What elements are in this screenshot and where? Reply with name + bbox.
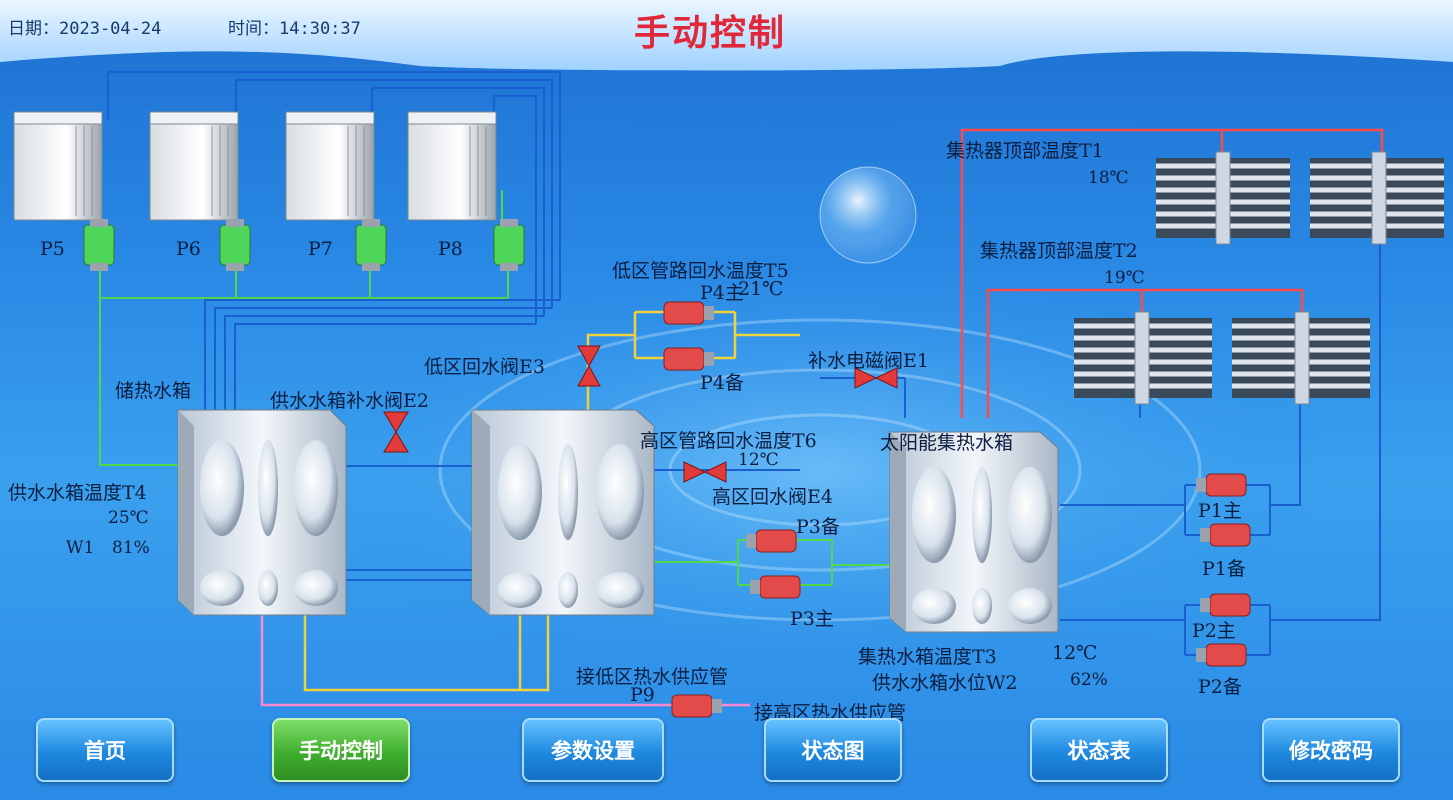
pump-p2-main-label: P2主 <box>1192 620 1236 642</box>
page-title: 手动控制 <box>633 13 786 54</box>
valve-e4-label: 高区回水阀E4 <box>712 486 833 508</box>
valve-e1-icon[interactable] <box>853 366 899 390</box>
sensor-t6-value: 12℃ <box>738 450 779 470</box>
valves <box>383 345 898 483</box>
time-display: 时间：14:30:37 <box>228 19 361 39</box>
heat-pump-units <box>13 111 497 221</box>
sensor-t5-label: 低区管路回水温度T5 <box>612 260 789 282</box>
valve-e3-icon[interactable] <box>576 344 602 388</box>
unit-label-p7: P7 <box>308 238 333 260</box>
pump-p3-backup-label: P3备 <box>796 516 840 538</box>
pump-p3-backup-icon[interactable] <box>746 530 796 552</box>
pump-p5-icon[interactable] <box>84 219 114 271</box>
header-bar: 日期：2023-04-24 时间：14:30:37 手动控制 <box>0 0 1453 70</box>
circulation-pumps <box>663 301 1251 718</box>
solar-tank-graphic <box>889 431 1059 633</box>
pump-p4-main-label: P4主 <box>700 282 744 304</box>
sensor-t4-label: 供水水箱温度T4 <box>8 482 147 504</box>
valve-e2-icon[interactable] <box>382 410 410 454</box>
nav-status-diagram-button[interactable]: 状态图 <box>764 718 902 782</box>
pump-p4-backup-icon[interactable] <box>664 348 714 370</box>
nav-change-password-button[interactable]: 修改密码 <box>1262 718 1400 782</box>
sensor-t6-label: 高区管路回水温度T6 <box>640 430 817 452</box>
pump-p1-main-label: P1主 <box>1198 500 1242 522</box>
solar-collectors <box>1074 151 1444 405</box>
pump-p4-backup-label: P4备 <box>700 372 744 394</box>
pump-p9-icon[interactable] <box>672 695 722 717</box>
storage-tank-label: 储热水箱 <box>115 380 192 402</box>
sensor-w2-value: 62% <box>1070 670 1108 690</box>
pump-p6-icon[interactable] <box>220 219 250 271</box>
sensor-t3-value: 12℃ <box>1052 642 1098 664</box>
pump-p3-main-icon[interactable] <box>750 576 800 598</box>
sensor-t2-value: 19℃ <box>1104 268 1145 288</box>
pump-p2-backup-icon[interactable] <box>1196 644 1246 666</box>
unit-pumps <box>83 219 525 271</box>
pump-p1-main-icon[interactable] <box>1196 474 1246 496</box>
sensor-t2-label: 集热器顶部温度T2 <box>980 240 1138 262</box>
pump-p1-backup-icon[interactable] <box>1200 524 1250 546</box>
supply-tank-graphic <box>471 409 655 616</box>
sensor-t3-label: 集热水箱温度T3 <box>858 646 997 668</box>
nav-parameter-settings-button[interactable]: 参数设置 <box>522 718 664 782</box>
nav-status-table-button[interactable]: 状态表 <box>1030 718 1168 782</box>
pump-p8-icon[interactable] <box>494 219 524 271</box>
pump-p7-icon[interactable] <box>356 219 386 271</box>
solar-tank-label: 太阳能集热水箱 <box>880 432 1014 454</box>
storage-tank-graphic <box>177 409 347 616</box>
pump-p2-main-icon[interactable] <box>1200 594 1250 616</box>
pump-p2-backup-label: P2备 <box>1198 676 1242 698</box>
pump-p1-backup-label: P1备 <box>1202 558 1246 580</box>
sensor-t1-label: 集热器顶部温度T1 <box>946 140 1104 162</box>
nav-home-button[interactable]: 首页 <box>36 718 174 782</box>
sensor-t1-value: 18℃ <box>1088 168 1129 188</box>
valve-e2-label: 供水水箱补水阀E2 <box>270 390 429 412</box>
valve-e4-icon[interactable] <box>682 460 728 484</box>
date-display: 日期：2023-04-24 <box>8 19 162 39</box>
pump-p4-main-icon[interactable] <box>664 302 714 324</box>
valve-e3-label: 低区回水阀E3 <box>424 356 545 378</box>
sensor-w1-value: 81% <box>112 538 150 558</box>
unit-label-p6: P6 <box>176 238 201 260</box>
valve-e1-label: 补水电磁阀E1 <box>808 350 929 372</box>
sensor-t5-value: 21℃ <box>738 278 784 300</box>
sensor-t4-value: 25℃ <box>108 508 149 528</box>
nav-manual-control-button[interactable]: 手动控制 <box>272 718 410 782</box>
pump-p3-main-label: P3主 <box>790 608 834 630</box>
unit-label-p5: P5 <box>40 238 65 260</box>
pump-p9-label: P9 <box>630 684 655 706</box>
unit-label-p8: P8 <box>438 238 463 260</box>
sensor-w1-label: W1 <box>66 538 95 558</box>
sensor-w2-label: 供水水箱水位W2 <box>872 672 1018 694</box>
low-zone-supply-label: 接低区热水供应管 <box>576 666 729 688</box>
